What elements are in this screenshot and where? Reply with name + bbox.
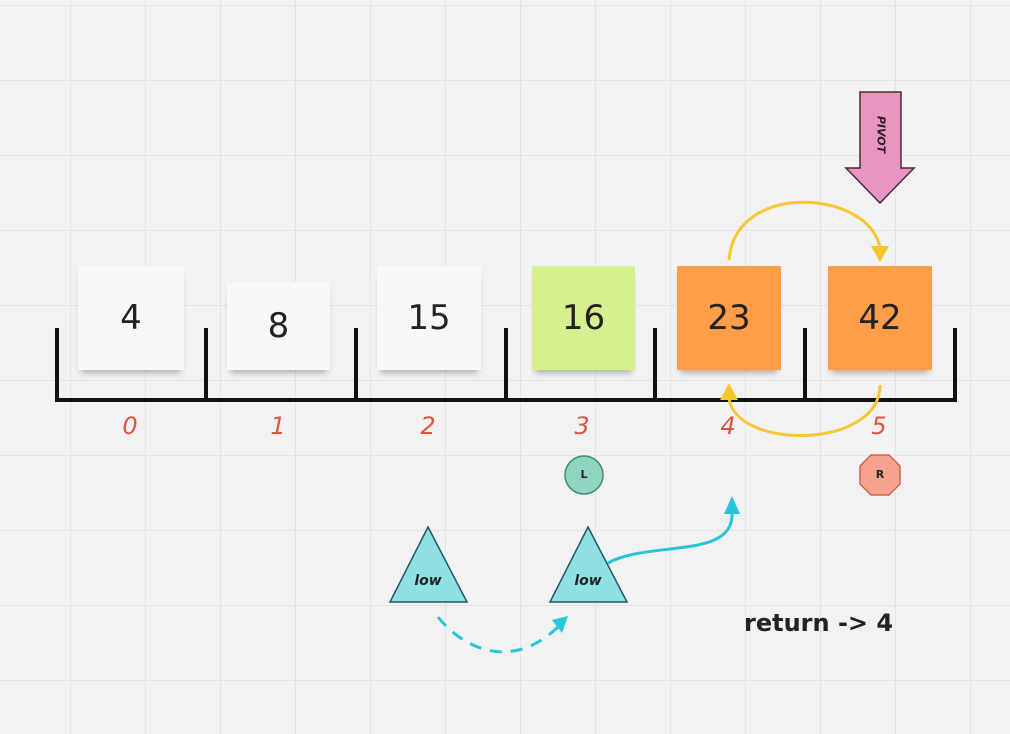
low-arrow-solid xyxy=(607,511,734,565)
low-marker-label-1: low xyxy=(414,573,442,589)
low-marker-label-2: low xyxy=(574,573,602,589)
swap-arrow-bottom-head-icon xyxy=(720,383,738,400)
return-result-text: return -> 4 xyxy=(744,609,894,637)
swap-arrow-top xyxy=(727,200,882,261)
array-cell-4[interactable]: 23 xyxy=(677,266,781,370)
left-marker-label: L xyxy=(580,468,588,481)
index-label-0: 0 xyxy=(122,412,138,440)
right-marker-label: R xyxy=(875,468,885,481)
array-cell-1[interactable]: 8 xyxy=(227,282,330,370)
index-label-2: 2 xyxy=(420,412,436,440)
index-label-1: 1 xyxy=(270,412,286,440)
index-label-5: 5 xyxy=(871,412,887,440)
array-cell-5[interactable]: 42 xyxy=(828,266,932,370)
swap-arrow-top-head-icon xyxy=(871,246,889,262)
low-arrow-dashed-head-icon xyxy=(552,616,568,633)
low-arrow-solid-head-icon xyxy=(724,496,740,514)
left-marker-icon xyxy=(564,455,604,495)
array-cell-0[interactable]: 4 xyxy=(78,266,184,370)
index-label-3: 3 xyxy=(574,412,590,440)
array-cell-3[interactable]: 16 xyxy=(532,266,635,370)
array-cell-2[interactable]: 15 xyxy=(377,266,481,370)
index-label-4: 4 xyxy=(720,412,736,440)
right-marker-icon xyxy=(859,454,901,496)
swap-arrow-bottom xyxy=(727,384,882,438)
